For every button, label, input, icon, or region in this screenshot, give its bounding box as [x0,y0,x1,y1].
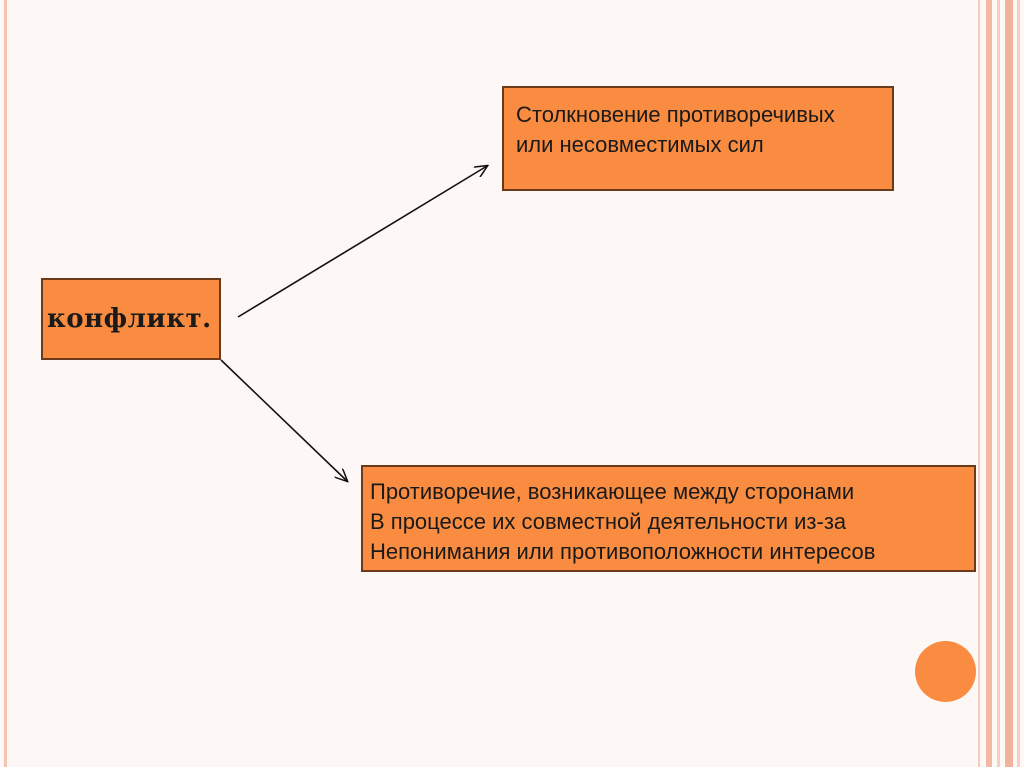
right-stripe-decoration [997,0,1000,767]
orange-circle-decoration [915,641,976,702]
definition-text-2: Противоречие, возникающее между сторонам… [370,479,876,564]
right-stripe-decoration [1005,0,1013,767]
definition-box-2: Противоречие, возникающее между сторонам… [361,465,976,572]
arrow-to-definition-1 [237,166,487,318]
right-stripe-decoration [1017,0,1020,767]
right-stripe-decoration [978,0,980,767]
concept-box-conflict: конфликт. [41,278,221,360]
left-border-decoration [4,0,7,767]
concept-label: конфликт. [47,304,212,334]
definition-text-1: Столкновение противоречивых или несовмес… [516,102,835,157]
arrow-to-definition-2 [220,359,347,481]
right-stripe-decoration [986,0,992,767]
definition-box-1: Столкновение противоречивых или несовмес… [502,86,894,191]
